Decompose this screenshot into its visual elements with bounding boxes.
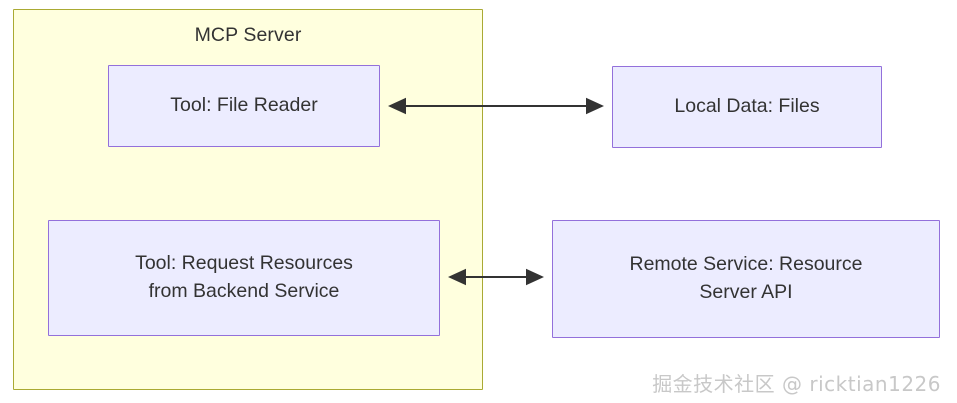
node-label-line-1: Remote Service: Resource: [629, 253, 863, 276]
node-label: Tool: File Reader: [170, 94, 318, 117]
node-label: Tool: Request Resources from Backend Ser…: [129, 250, 359, 305]
watermark: 掘金技术社区 @ ricktian1226: [652, 372, 941, 396]
node-label: Local Data: Files: [674, 95, 820, 118]
subgraph-title: MCP Server: [194, 24, 302, 46]
node-label-line-1: Tool: Request Resources: [135, 252, 353, 275]
node-tool-request-resources[interactable]: Tool: Request Resources from Backend Ser…: [48, 220, 440, 336]
node-label-line-2: from Backend Service: [148, 280, 340, 302]
node-remote-service-resource-server-api[interactable]: Remote Service: Resource Server API: [552, 220, 940, 338]
node-local-data-files[interactable]: Local Data: Files: [612, 66, 882, 148]
node-tool-file-reader[interactable]: Tool: File Reader: [108, 65, 380, 147]
node-label: Remote Service: Resource Server API: [623, 251, 868, 306]
node-label-line-2: Server API: [699, 281, 793, 303]
